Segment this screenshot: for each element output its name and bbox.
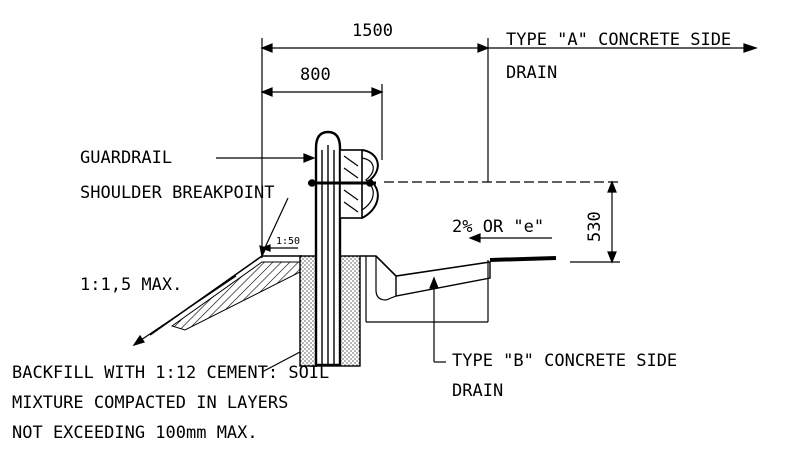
dim-800-label: 800	[300, 65, 331, 85]
dimension-1500	[260, 38, 490, 258]
type-a-leader	[488, 43, 758, 53]
dimension-530	[384, 180, 620, 264]
side-slope-label: 1:1,5 MAX.	[80, 275, 182, 295]
pavement	[360, 255, 557, 297]
backfill-label-2: MIXTURE COMPACTED IN LAYERS	[12, 393, 288, 413]
shoulder-breakpoint-label: SHOULDER BREAKPOINT	[80, 183, 274, 203]
type-b-label-2: DRAIN	[452, 381, 503, 401]
type-b-drain	[365, 256, 489, 323]
backfill-leader	[261, 351, 301, 373]
guardrail-beam	[308, 149, 379, 219]
backfill-label-1: BACKFILL WITH 1:12 CEMENT: SOIL	[12, 363, 329, 383]
type-a-label-2: DRAIN	[506, 63, 557, 83]
slope-1-50-label: 1:50	[276, 236, 300, 247]
crossfall-label: 2% OR "e"	[452, 217, 544, 237]
guardrail-label: GUARDRAIL	[80, 148, 172, 168]
type-b-label-1: TYPE "B" CONCRETE SIDE	[452, 351, 677, 371]
backfill-label-3: NOT EXCEEDING 100mm MAX.	[12, 423, 258, 443]
guardrail-post	[314, 130, 342, 367]
type-a-label-1: TYPE "A" CONCRETE SIDE	[506, 30, 731, 50]
embankment	[132, 255, 302, 347]
dimension-800	[260, 84, 384, 160]
crossfall-arrow	[468, 233, 552, 243]
dim-1500-label: 1500	[352, 21, 393, 41]
breakpoint-leader	[261, 197, 289, 255]
dim-530-label: 530	[585, 211, 605, 242]
